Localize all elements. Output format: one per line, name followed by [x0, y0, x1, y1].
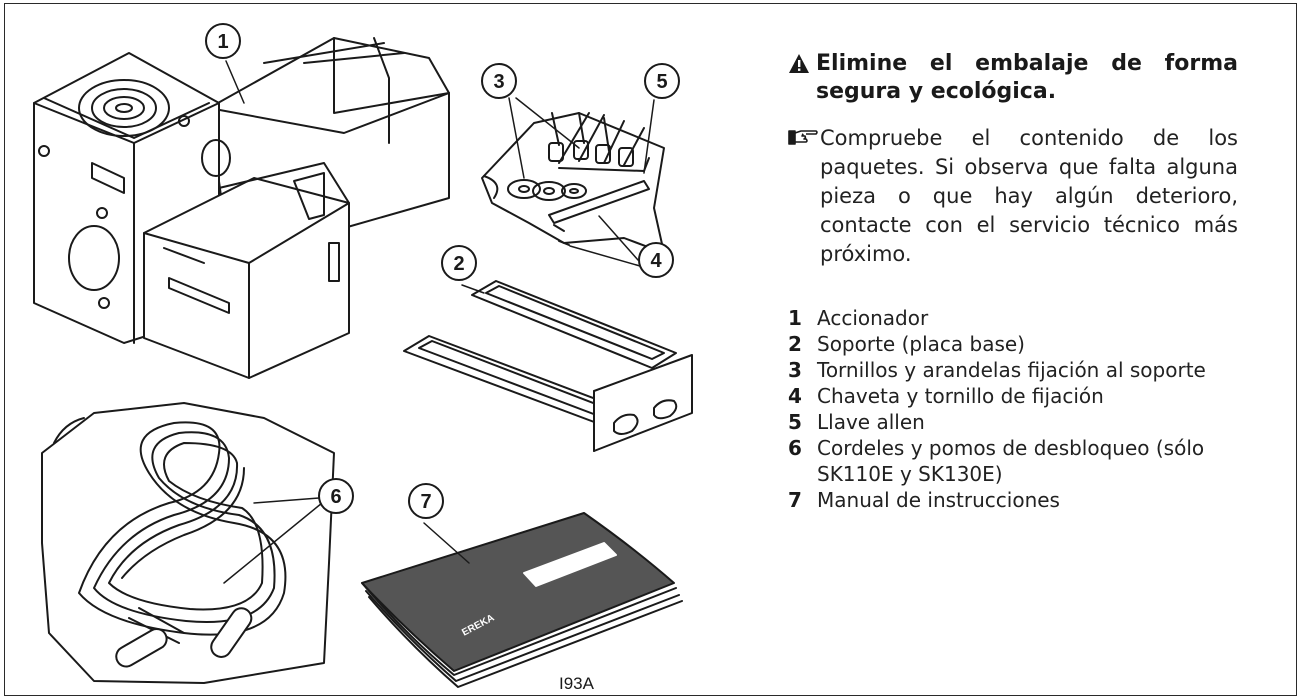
advice-note: Compruebe el contenido de los paquetes. …	[788, 124, 1238, 269]
parts-illustration: EREKA 1 3 5	[4, 3, 739, 696]
part-label: Accionador	[817, 306, 929, 330]
callout-5: 5	[644, 63, 680, 99]
callout-3: 3	[481, 63, 517, 99]
text-column: Elimine el embalaje de forma segura y ec…	[788, 50, 1238, 513]
parts-drawing: EREKA 1 3 5	[33, 23, 693, 688]
callout-1: 1	[205, 23, 241, 59]
callout-2: 2	[441, 245, 477, 281]
svg-text:1: 1	[217, 31, 228, 53]
list-item: 3 Tornillos y arandelas fijación al sopor…	[788, 357, 1238, 383]
part-number: 2	[788, 332, 802, 356]
part-label: Tornillos y arandelas fijación al soport…	[817, 358, 1206, 382]
part-number: 5	[788, 410, 802, 434]
part-label: Soporte (placa base)	[817, 332, 1025, 356]
svg-text:6: 6	[330, 486, 341, 508]
callout-7: 7	[408, 483, 444, 519]
warning-note: Elimine el embalaje de forma segura y ec…	[788, 50, 1238, 106]
list-item: 5 Llave allen	[788, 409, 1238, 435]
part-label: Manual de instrucciones	[817, 488, 1060, 512]
actuator-drawing	[33, 37, 450, 379]
part-number: 3	[788, 358, 802, 382]
pointing-hand-icon	[788, 130, 818, 145]
warning-text: Elimine el embalaje de forma segura y ec…	[816, 51, 1238, 104]
list-item: 4 Chaveta y tornillo de fijación	[788, 383, 1238, 409]
list-item: 7 Manual de instrucciones	[788, 487, 1238, 513]
advice-text: Compruebe el contenido de los paquetes. …	[820, 126, 1238, 266]
part-number: 4	[788, 384, 802, 408]
part-label: Cordeles y pomos de desbloqueo (sólo SK1…	[817, 436, 1205, 486]
part-label: Llave allen	[817, 410, 925, 434]
cord-bag-drawing	[41, 402, 335, 684]
base-plate-drawing	[403, 280, 693, 452]
leader-lines	[223, 60, 655, 584]
svg-text:5: 5	[656, 71, 667, 93]
warning-triangle-icon	[789, 54, 809, 73]
svg-text:3: 3	[493, 71, 504, 93]
list-item: 2 Soporte (placa base)	[788, 331, 1238, 357]
manual-drawing: EREKA	[361, 512, 683, 688]
callout-4: 4	[638, 242, 674, 278]
part-number: 1	[788, 306, 802, 330]
part-number: 7	[788, 488, 802, 512]
callout-markers: 1 3 5 4 2 6 7	[205, 23, 680, 519]
parts-list: 1 Accionador 2 Soporte (placa base) 3 Torni…	[788, 305, 1238, 513]
page-frame	[4, 3, 1297, 696]
callout-6: 6	[318, 478, 354, 514]
list-item: 1 Accionador	[788, 305, 1238, 331]
hardware-bag-drawing	[481, 112, 665, 254]
part-number: 6	[788, 436, 802, 460]
list-item: 6 Cordeles y pomos de desbloqueo (sólo SK…	[788, 435, 1238, 487]
svg-text:7: 7	[420, 491, 431, 513]
figure-code: I93A	[559, 674, 594, 693]
part-label: Chaveta y tornillo de fijación	[817, 384, 1104, 408]
svg-text:2: 2	[453, 253, 464, 275]
svg-text:4: 4	[650, 250, 662, 272]
